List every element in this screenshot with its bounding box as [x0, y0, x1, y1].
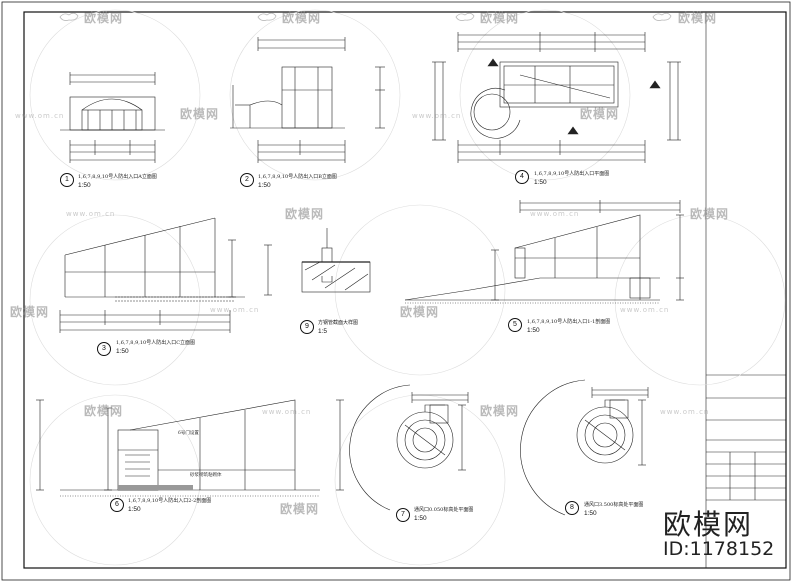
drawing-4-plan — [432, 32, 681, 163]
watermark-url: www.om.cn — [262, 408, 312, 416]
watermark-url: www.om.cn — [620, 306, 670, 314]
watermark-url: www.om.cn — [412, 112, 462, 120]
watermark: 欧模网 — [84, 404, 124, 418]
watermark-url: www.om.cn — [66, 210, 116, 218]
watermark: 欧模网 — [678, 11, 718, 25]
drawing-scale: 1:50 — [527, 327, 540, 334]
watermark: 欧模网 — [285, 207, 325, 221]
watermark: 欧模网 — [282, 11, 322, 25]
section-annotation: 砂浆砌筑粘砌体 — [190, 473, 222, 478]
drawing-9-detail — [264, 228, 371, 296]
watermark-url: www.om.cn — [530, 210, 580, 218]
drawing-number: 1 — [60, 173, 74, 187]
drawing-3-elevation — [59, 217, 245, 333]
watermark: 欧模网 — [480, 404, 520, 418]
drawing-7-plan — [349, 384, 469, 511]
watermark: 欧模网 — [690, 207, 730, 221]
watermark: 欧模网 — [180, 107, 220, 121]
drawing-number: 7 — [396, 508, 410, 522]
drawing-title: 1,6,7,8,9,10号人防出入口平面图 — [534, 171, 610, 177]
brand-logo: 欧模网 — [663, 508, 754, 541]
drawing-title: 1,6,7,8,9,10号人防出入口C立面图 — [116, 340, 196, 346]
drawing-title: 通风口3.500标高处平面图 — [584, 502, 644, 508]
drawing-scale: 1:50 — [116, 348, 129, 355]
watermark-logo-icons — [59, 12, 672, 21]
section-annotation: 6号门设置 — [178, 431, 199, 436]
drawing-number: 5 — [508, 318, 522, 332]
drawing-scale: 1:50 — [128, 506, 141, 513]
drawing-title: 通风口0.050标高处平面图 — [414, 507, 474, 513]
drawing-number: 4 — [515, 170, 529, 184]
watermark-url: www.om.cn — [15, 112, 65, 120]
drawing-6-section — [36, 399, 344, 497]
watermark: 欧模网 — [280, 502, 320, 516]
drawing-5-section — [404, 200, 684, 304]
drawing-scale: 1:50 — [584, 510, 597, 517]
drawing-scale: 1:5 — [318, 328, 328, 335]
watermark: 欧模网 — [10, 305, 50, 319]
drawing-scale: 1:50 — [534, 179, 547, 186]
drawing-title: 1,6,7,8,9,10号人防出入口A立面图 — [78, 174, 157, 180]
drawing-2-elevation — [230, 37, 385, 163]
watermark-url: www.om.cn — [210, 306, 260, 314]
drawing-8-plan — [520, 379, 649, 516]
drawing-title: 1,6,7,8,9,10号人防出入口B立面图 — [258, 174, 337, 180]
drawing-scale: 1:50 — [258, 182, 271, 189]
drawing-1-elevation — [60, 72, 165, 163]
watermark: 欧模网 — [84, 11, 124, 25]
drawing-number: 8 — [565, 501, 579, 515]
drawing-title: 1,6,7,8,9,10号人防出入口1-1剖面图 — [527, 319, 611, 325]
brand-id: ID:1178152 — [663, 538, 775, 560]
drawing-number: 6 — [110, 498, 124, 512]
drawing-title: 1,6,7,8,9,10号人防出入口2-2剖面图 — [128, 498, 212, 504]
drawing-scale: 1:50 — [78, 182, 91, 189]
drawing-title: 方钢管截面大样图 — [318, 320, 359, 326]
watermark: 欧模网 — [580, 107, 620, 121]
watermark-url: www.om.cn — [660, 408, 710, 416]
watermark: 欧模网 — [400, 305, 440, 319]
watermark: 欧模网 — [480, 11, 520, 25]
title-block — [705, 12, 786, 568]
drawing-number: 9 — [300, 320, 314, 334]
drawing-scale: 1:50 — [414, 515, 427, 522]
drawing-number: 2 — [240, 173, 254, 187]
drawing-number: 3 — [97, 342, 111, 356]
